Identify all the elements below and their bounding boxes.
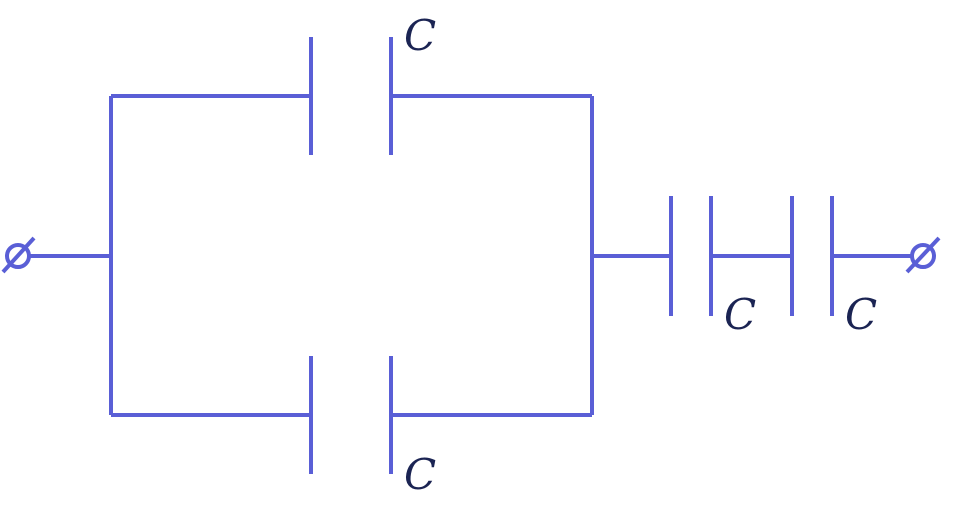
right-terminal-slash [905,236,941,274]
right-terminal [905,236,941,274]
capacitor-bottom-label: C [404,450,436,499]
parallel-capacitor-block: C C [109,11,594,499]
capacitor-top-label: C [404,11,436,60]
left-terminal [1,236,111,274]
capacitor-top: C [309,11,436,155]
series-capacitor-chain: C C [592,196,912,339]
left-terminal-slash [1,236,36,274]
right-terminal-circle [910,243,936,269]
capacitor-series-1-label: C [724,290,756,339]
capacitor-series-1: C [669,196,756,339]
capacitor-series-2-label: C [845,290,877,339]
capacitor-series-2: C [790,196,877,339]
capacitor-bottom: C [309,356,436,499]
